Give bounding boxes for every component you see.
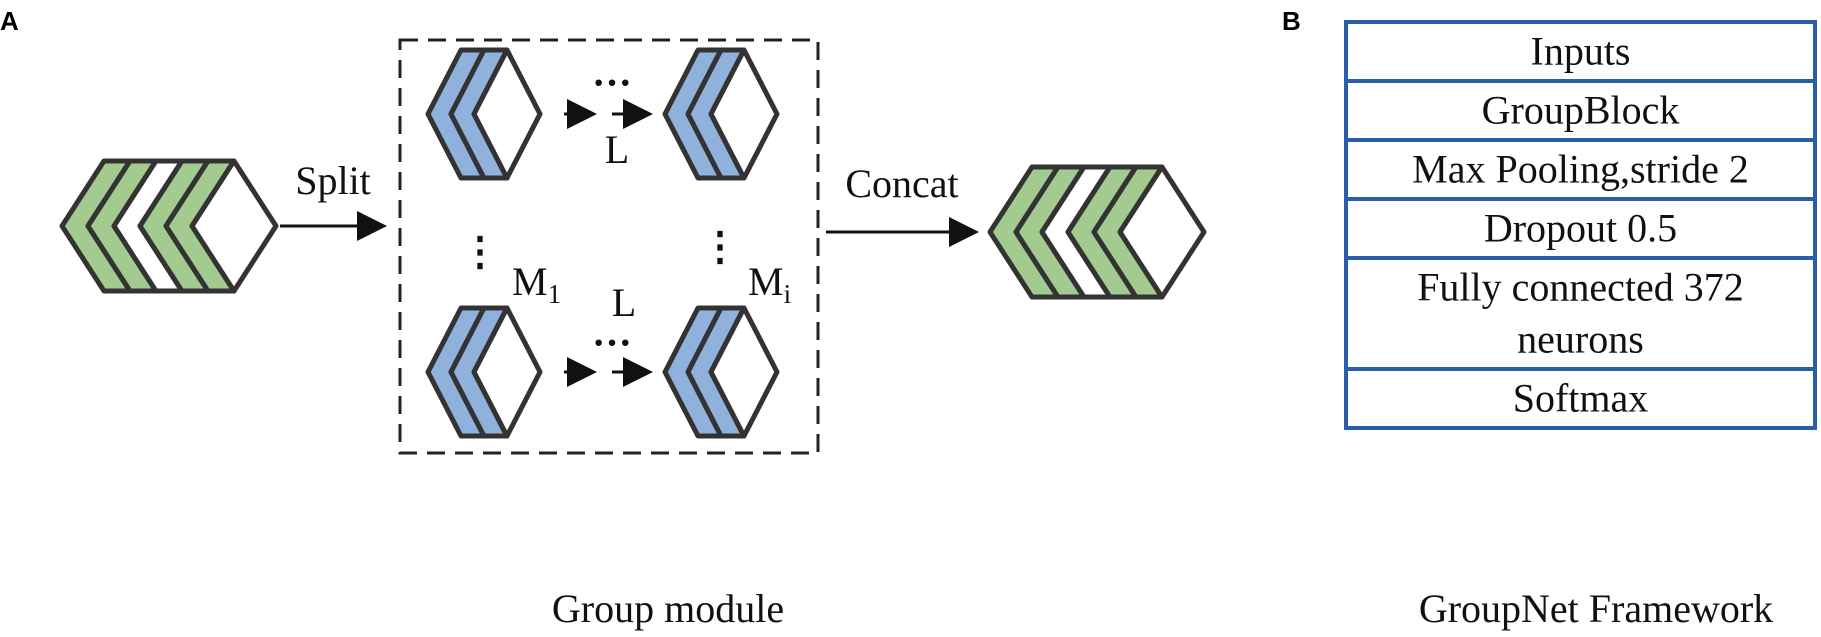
concat-label: Concat — [845, 161, 958, 206]
framework-row-cell — [1344, 197, 1817, 260]
input-feature-stack — [59, 158, 279, 294]
panel-a-caption: Group module — [552, 586, 784, 631]
subgroup-stack-bottom-right — [662, 305, 780, 439]
framework-row-label: Fully connected 372 — [1417, 265, 1744, 310]
subgroup-stack-top-left — [425, 47, 543, 181]
framework-row-label: Inputs — [1531, 29, 1631, 74]
group-module-box — [398, 38, 820, 455]
output-feature-stack — [987, 164, 1207, 300]
framework-row-label: Softmax — [1513, 376, 1649, 421]
framework-row-cell — [1344, 138, 1817, 201]
subgroup-stack-top-right — [662, 47, 780, 181]
subgroup-diamond — [471, 305, 543, 439]
bottom-h-ellipsis: ··· — [592, 320, 632, 365]
subgroup-diamond — [471, 47, 543, 181]
framework-row-cell — [1344, 367, 1817, 430]
subgroup-stack-bottom-left — [425, 305, 543, 439]
framework-row-label: Dropout 0.5 — [1484, 206, 1677, 251]
subgroup-diamond — [708, 305, 780, 439]
feature-diamond — [1117, 164, 1207, 300]
framework-row-cell — [1344, 256, 1817, 371]
feature-diamond — [189, 158, 279, 294]
panel-b-caption: GroupNet Framework — [1419, 586, 1773, 631]
bottom-loop-label: L — [612, 280, 636, 325]
m-last-label: Mi — [748, 259, 791, 309]
subgroup-diamond — [708, 47, 780, 181]
split-label: Split — [295, 158, 371, 203]
top-loop-label: L — [605, 127, 629, 172]
panel-a-letter: A — [0, 6, 19, 36]
m-first-label: M1 — [512, 259, 561, 309]
framework-row-label: neurons — [1517, 317, 1644, 362]
framework-row-label: GroupBlock — [1482, 88, 1680, 133]
left-v-ellipsis: ⋮ — [460, 229, 500, 274]
framework-row-cell — [1344, 79, 1817, 142]
right-v-ellipsis: ⋮ — [700, 224, 740, 269]
panel-b-letter: B — [1282, 6, 1301, 36]
top-h-ellipsis: ··· — [592, 60, 632, 105]
framework-row-label: Max Pooling,stride 2 — [1412, 147, 1749, 192]
